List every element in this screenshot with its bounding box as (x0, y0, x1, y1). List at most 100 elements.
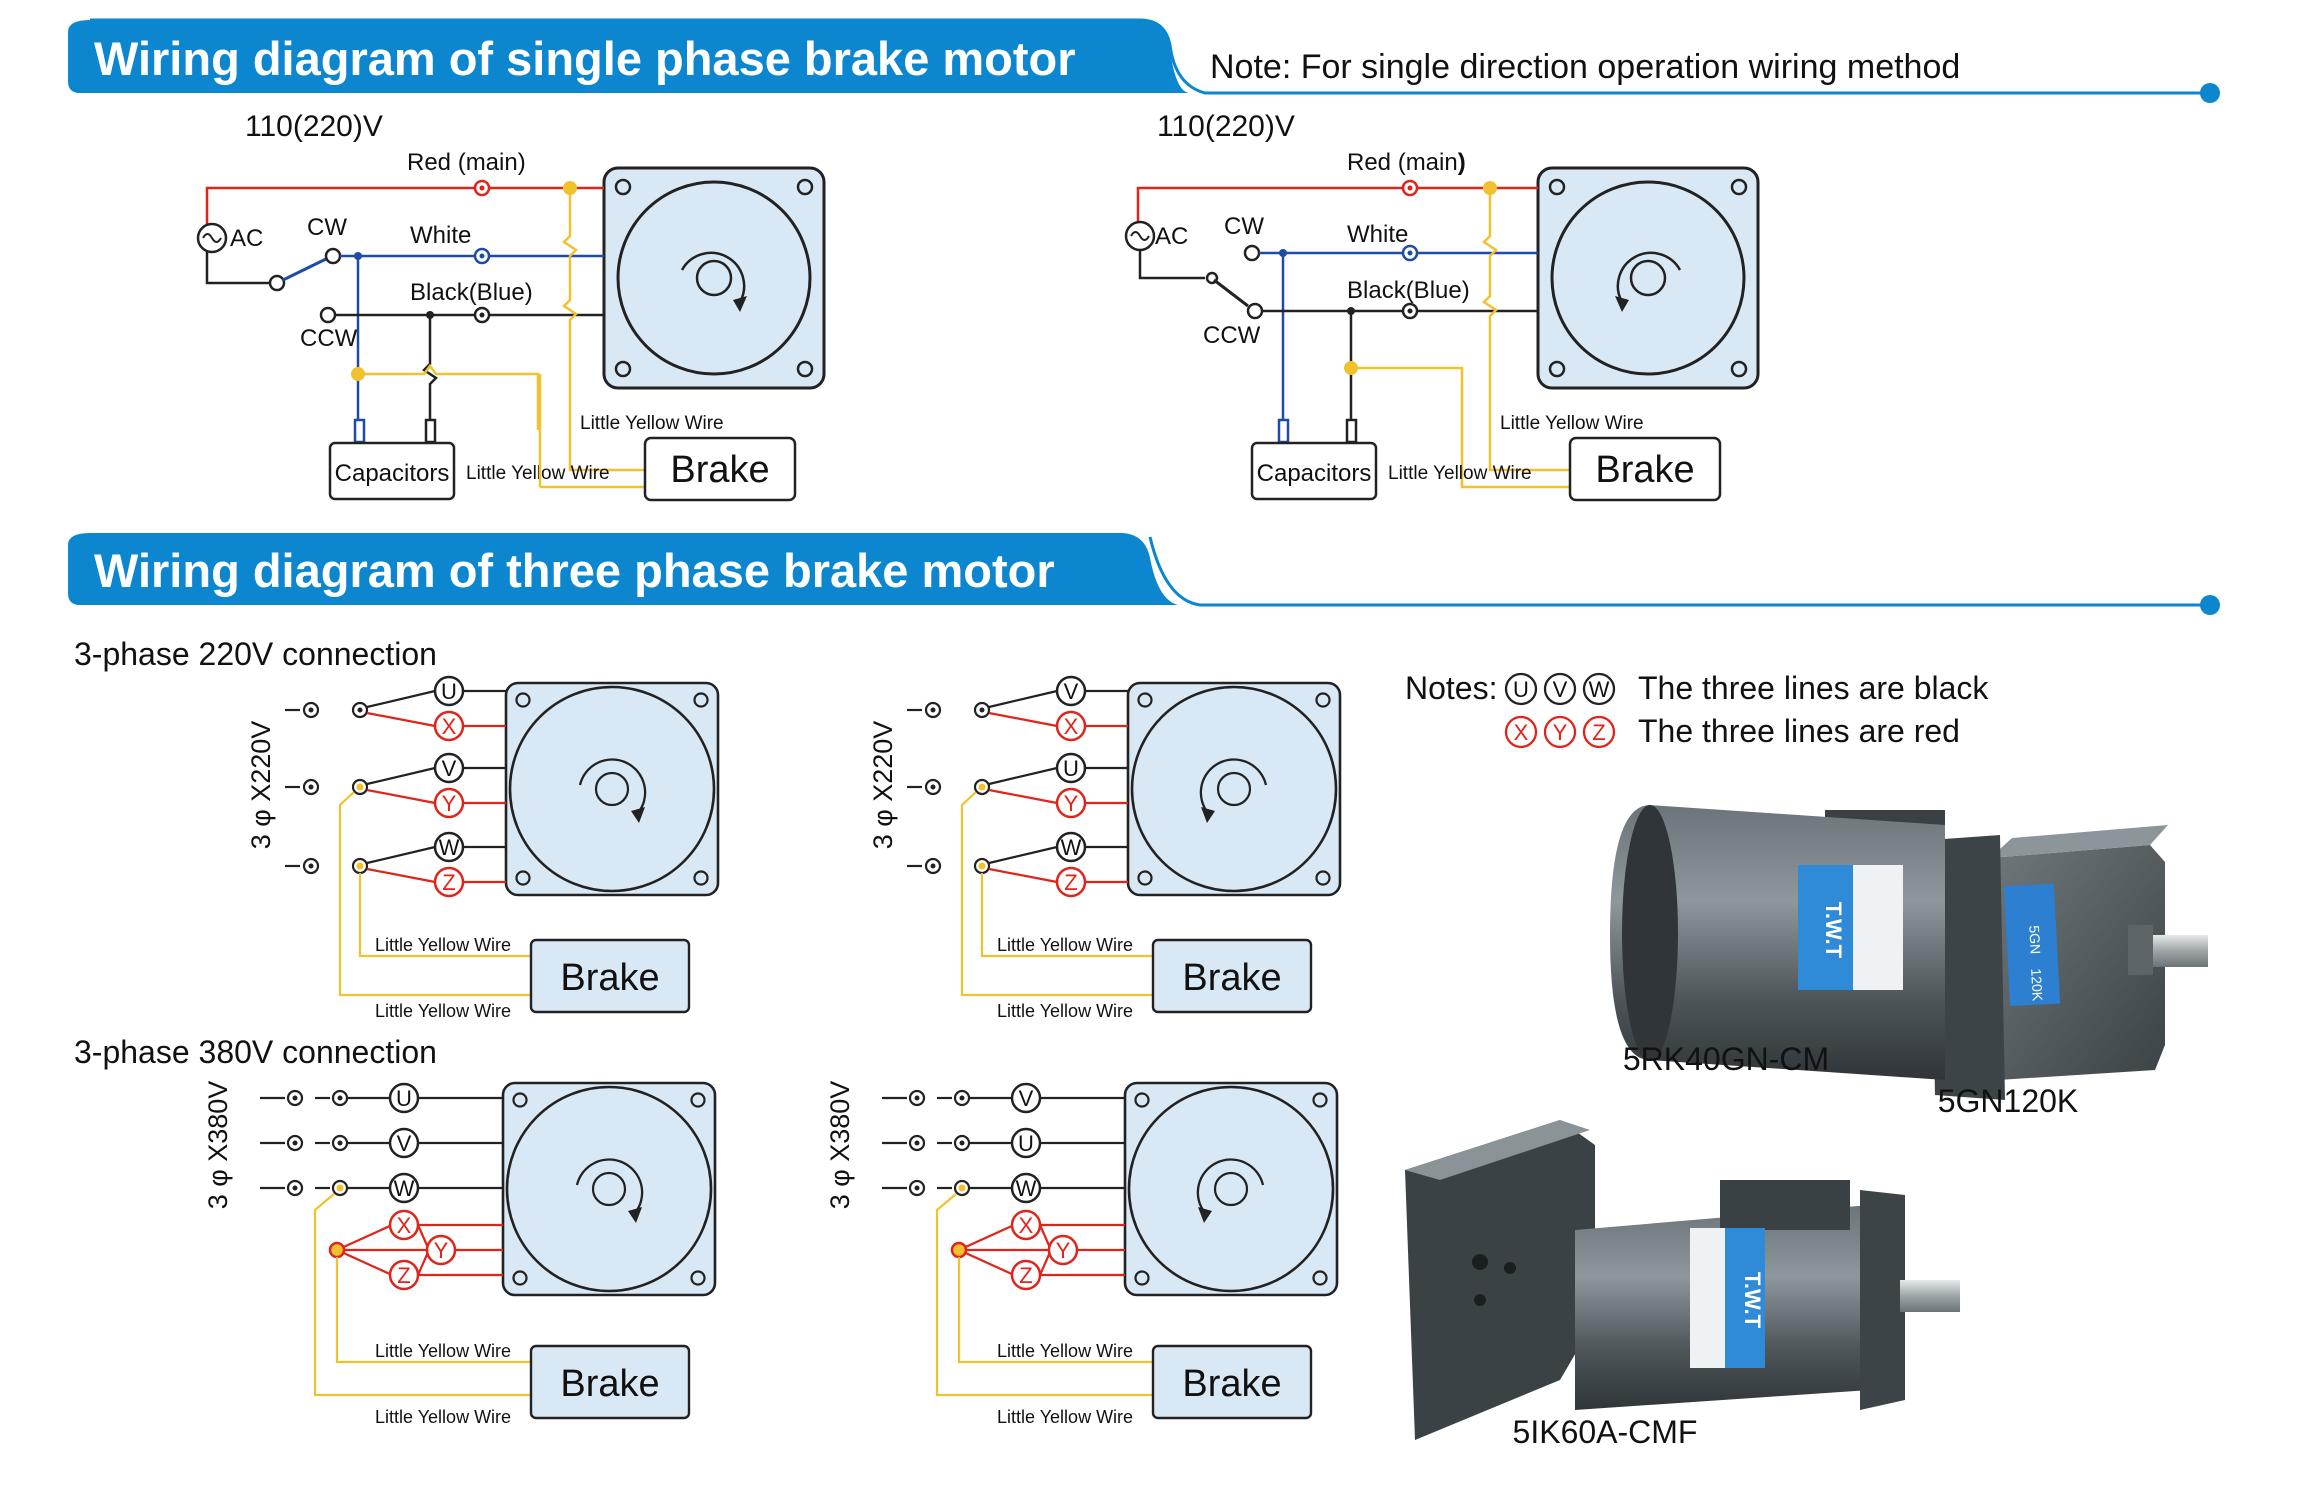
motor-rotor (1130, 685, 1338, 893)
terminal-letter: X (1064, 714, 1079, 739)
yellow-wire-label-upper: Little Yellow Wire (580, 413, 724, 434)
product-name-1: 5RK40GN-CM (1623, 1041, 1829, 1077)
white-label: White (410, 222, 471, 249)
voltage-vertical-label: 3 φ X220V (246, 721, 276, 850)
yellow-wire-label-lower: Little Yellow Wire (1388, 463, 1532, 484)
terminal-letter: Y (442, 791, 457, 816)
terminal-letter: W (1061, 835, 1082, 860)
terminal-letter: W (1016, 1176, 1037, 1201)
terminal-z (1010, 1259, 1042, 1291)
terminal-letter: X (442, 714, 457, 739)
terminal-x (1010, 1209, 1042, 1241)
section1-title: Wiring diagram of single phase brake mot… (94, 32, 1076, 85)
brake-box (529, 1344, 691, 1420)
terminal-letter: V (1019, 1086, 1034, 1111)
product-name-3: 5IK60A-CMF (1513, 1414, 1698, 1450)
brand-label-2: T.W.T (1740, 1272, 1765, 1329)
motor-rotor (1127, 1085, 1335, 1293)
red-wire (205, 186, 604, 232)
yellow-wire-label: Little Yellow Wire (997, 1341, 1133, 1361)
terminal-letter: Z (1064, 870, 1077, 895)
switch-lever (1213, 278, 1249, 308)
banner-end-dot (2200, 83, 2220, 103)
terminal-letter: V (1064, 679, 1079, 704)
red-label: Red (main) (1347, 149, 1466, 176)
brake-box (529, 938, 691, 1014)
motor-rotor (1550, 180, 1746, 376)
voltage-label: 110(220)V (245, 110, 383, 143)
motor-rotor (505, 1085, 713, 1293)
section1-banner (68, 20, 1190, 93)
brake-box (643, 436, 797, 502)
svg-text:X: X (1514, 720, 1529, 745)
rotation-arrow-ccw (1199, 758, 1268, 814)
red-wire (1136, 186, 1538, 232)
terminal-letter: Z (397, 1263, 410, 1288)
capacitors-box (328, 441, 456, 501)
brand-label-1: T.W.T (1821, 902, 1846, 959)
cw-label: CW (307, 214, 347, 241)
black-label: Black(Blue) (410, 279, 533, 306)
rotation-arrow-cw (578, 758, 647, 814)
notes-red-text: The three lines are red (1638, 713, 1960, 749)
single-phase-left-diagram: 110(220)V Red (main) AC CW CCW Whit (196, 110, 826, 502)
capacitors-box (1250, 441, 1378, 501)
terminal-letter: W (439, 835, 460, 860)
yellow-wire-label: Little Yellow Wire (375, 1407, 511, 1427)
motor-rotor (616, 180, 812, 376)
yellow-wire-label: Little Yellow Wire (375, 1001, 511, 1021)
cw-label: CW (1224, 213, 1264, 240)
terminal-letter: V (442, 756, 457, 781)
voltage-label: 110(220)V (1157, 110, 1295, 143)
note-letter-z (1582, 715, 1616, 749)
terminal-letter: U (396, 1086, 412, 1111)
terminal-letter: U (441, 679, 457, 704)
notes-black-text: The three lines are black (1638, 670, 1989, 706)
capacitors-label: Capacitors (335, 460, 450, 487)
terminal-x (388, 1209, 420, 1241)
terminal-letter: Z (1019, 1263, 1032, 1288)
black-label: Black(Blue) (1347, 277, 1470, 304)
rotation-arrow-cw (680, 251, 746, 303)
note-letter-v (1543, 672, 1577, 706)
conn220-heading: 3-phase 220V connection (74, 636, 437, 672)
red-label: Red (main) (407, 149, 526, 176)
brake-label: Brake (1182, 1363, 1281, 1405)
section2-title: Wiring diagram of three phase brake moto… (94, 544, 1055, 597)
yellow-wire-label-lower: Little Yellow Wire (466, 463, 610, 484)
svg-text:W: W (1589, 677, 1610, 702)
single-phase-right-diagram: 110(220)V Red (main) AC CW CCW White (1124, 110, 1760, 502)
product-name-2: 5GN120K (1938, 1083, 2079, 1119)
yellow-wire-label: Little Yellow Wire (997, 935, 1133, 955)
product-photo-5ik60a: T.W.T 5IK60A-CMF (1405, 1120, 1960, 1450)
voltage-vertical-label: 3 φ X220V (868, 721, 898, 850)
svg-text:Z: Z (1592, 720, 1605, 745)
gear-code-a: 5GN (2026, 925, 2043, 955)
voltage-vertical-label: 3 φ X380V (825, 1081, 855, 1210)
product-photo-5rk40gn: 5GN 120K T.W.T 5RK40GN-CM 5GN120K (1610, 805, 2208, 1119)
ccw-label: CCW (300, 325, 358, 352)
terminal-letter: Y (1056, 1238, 1071, 1263)
terminal-y (425, 1234, 457, 1266)
notes-prefix: Notes: (1405, 670, 1497, 706)
ac-label: AC (1155, 223, 1188, 250)
terminal-letter: V (397, 1131, 412, 1156)
terminal-letter: U (1018, 1131, 1034, 1156)
yellow-wire-label: Little Yellow Wire (997, 1001, 1133, 1021)
terminal-letter: Y (1064, 791, 1079, 816)
terminal-letter: X (397, 1213, 412, 1238)
note-letter-w (1582, 672, 1616, 706)
star-point (950, 1241, 968, 1259)
terminal-letter: X (1019, 1213, 1034, 1238)
brake-box (1568, 436, 1722, 502)
note-letter-u (1504, 672, 1538, 706)
yellow-wire-label: Little Yellow Wire (375, 935, 511, 955)
